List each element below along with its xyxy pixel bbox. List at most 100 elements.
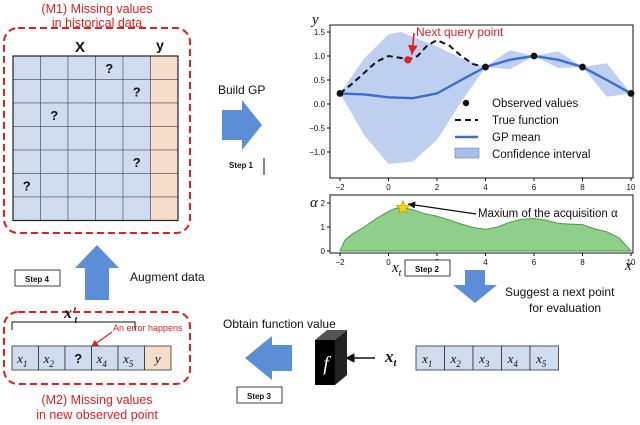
xt-vector-cells: x1 x2 x3 x4 x5 <box>415 345 559 371</box>
vector-cell-label: x3 <box>478 351 490 369</box>
matrix-x-label: X <box>75 39 85 56</box>
gp-x-tick-label: 6 <box>532 183 537 192</box>
matrix-cell <box>150 149 179 174</box>
vector-cell <box>472 345 502 371</box>
blackbox-f-label: f <box>323 353 331 375</box>
matrix-cell <box>67 126 96 151</box>
m1-dashed-frame <box>3 27 191 234</box>
m1-historical-data: (M1) Missing values in historical data X… <box>3 2 191 234</box>
acq-x-tick-label: 4 <box>483 258 488 267</box>
gp-y-tick-label: 0.5 <box>314 76 326 85</box>
gp-y-tick-label: 1.0 <box>314 52 326 61</box>
next-query-arrow <box>408 32 418 55</box>
missing-value: ? <box>50 108 58 123</box>
m2-top-label: x't <box>63 305 78 326</box>
vector-cell <box>11 345 39 371</box>
obtain-label: Obtain function value <box>223 317 336 331</box>
black-box-function: f <box>315 330 347 385</box>
observed-point <box>579 63 586 71</box>
vector-cell-label: x4 <box>507 351 519 369</box>
matrix-cell <box>150 55 179 80</box>
vector-cell <box>444 345 474 371</box>
gp-x-tick-label: −2 <box>335 183 345 192</box>
matrix-cell <box>122 55 151 80</box>
acq-x-tick-label: 6 <box>532 258 537 267</box>
xt-vector-label: xt <box>384 347 398 369</box>
matrix-cell <box>12 79 41 104</box>
gp-y-tick-label: 0.0 <box>314 100 326 109</box>
vector-cell-label: x2 <box>43 351 55 369</box>
gp-x-tick-label: 0 <box>386 183 391 192</box>
vector-cell-label: ? <box>74 351 82 366</box>
build-gp-arrow-group: Build GP Step 1 <box>218 83 265 175</box>
m2-title-line2: in new observed point <box>36 408 158 422</box>
gp-y-axis-label: y <box>310 12 319 28</box>
matrix-cell <box>122 173 151 198</box>
acq-y-tick-label: 2 <box>321 199 326 208</box>
matrix-cell <box>67 173 96 198</box>
vector-cell-label: x4 <box>96 351 108 369</box>
matrix-y-label: y <box>156 37 164 53</box>
vector-cell <box>415 345 445 371</box>
acq-plot-frame <box>329 194 634 254</box>
m2-title-line1: (M2) Missing values <box>41 393 152 407</box>
legend-observed-marker <box>462 99 470 107</box>
build-gp-arrow <box>222 100 262 150</box>
observed-point <box>627 90 635 97</box>
gp-y-ticks: 1.51.00.50.0−0.5−1.0 <box>309 28 330 157</box>
acq-y-tick-label: 0 <box>321 247 326 256</box>
cube-front <box>315 340 335 385</box>
gp-legend: Observed values True function GP mean Co… <box>454 98 590 161</box>
gp-x-tick-label: 8 <box>580 183 585 192</box>
matrix-cell <box>12 149 41 174</box>
vector-cell-label: x1 <box>421 351 432 369</box>
vector-cell-label: x5 <box>535 351 547 369</box>
gp-y-tick-label: −0.5 <box>309 124 325 133</box>
acq-y-ticks: 210 <box>321 199 330 256</box>
matrix-border <box>12 55 179 222</box>
confidence-interval-area <box>340 32 631 164</box>
matrix-cell <box>95 196 124 221</box>
matrix-cell <box>122 126 151 151</box>
step4-box <box>14 269 61 287</box>
vector-cell <box>91 345 119 371</box>
xt-axis-label: xt <box>391 260 402 279</box>
observed-point <box>336 90 344 97</box>
suggest-label-1: Suggest a next point <box>505 285 615 299</box>
m1-title-line1: (M1) Missing values <box>41 2 152 16</box>
acq-x-tick-label: −2 <box>335 258 345 267</box>
step4-group: Augment data Step 4 <box>14 245 205 300</box>
observed-points <box>336 52 635 97</box>
matrix-cell <box>40 196 69 221</box>
matrix-cell <box>150 126 179 151</box>
matrix-cell <box>40 149 69 174</box>
matrix-cell <box>67 196 96 221</box>
vector-cell <box>117 345 145 371</box>
gp-plot-frame <box>329 24 634 179</box>
m2-bracket <box>11 321 136 330</box>
step4-label: Step 4 <box>25 275 50 284</box>
matrix-cell <box>67 149 96 174</box>
acq-x-tick-label: 0 <box>386 258 391 267</box>
m2-error-note: An error happens <box>113 323 183 333</box>
acq-y-axis-label: α <box>310 195 319 211</box>
legend-ci-marker <box>454 147 480 159</box>
matrix-cell <box>12 102 41 127</box>
observed-point <box>530 52 538 60</box>
step3-box <box>236 386 283 404</box>
augment-label: Augment data <box>130 270 205 284</box>
suggest-label-2: for evaluation <box>529 301 601 315</box>
vector-cell-label: y <box>153 351 161 366</box>
acq-max-arrow <box>407 201 477 215</box>
legend-ci: Confidence interval <box>492 149 590 161</box>
m2-dashed-frame <box>3 311 191 385</box>
missing-value: ? <box>133 84 141 99</box>
vector-cell-label: x2 <box>450 351 462 369</box>
matrix-cell <box>95 79 124 104</box>
vector-cell-label: x1 <box>16 351 27 369</box>
